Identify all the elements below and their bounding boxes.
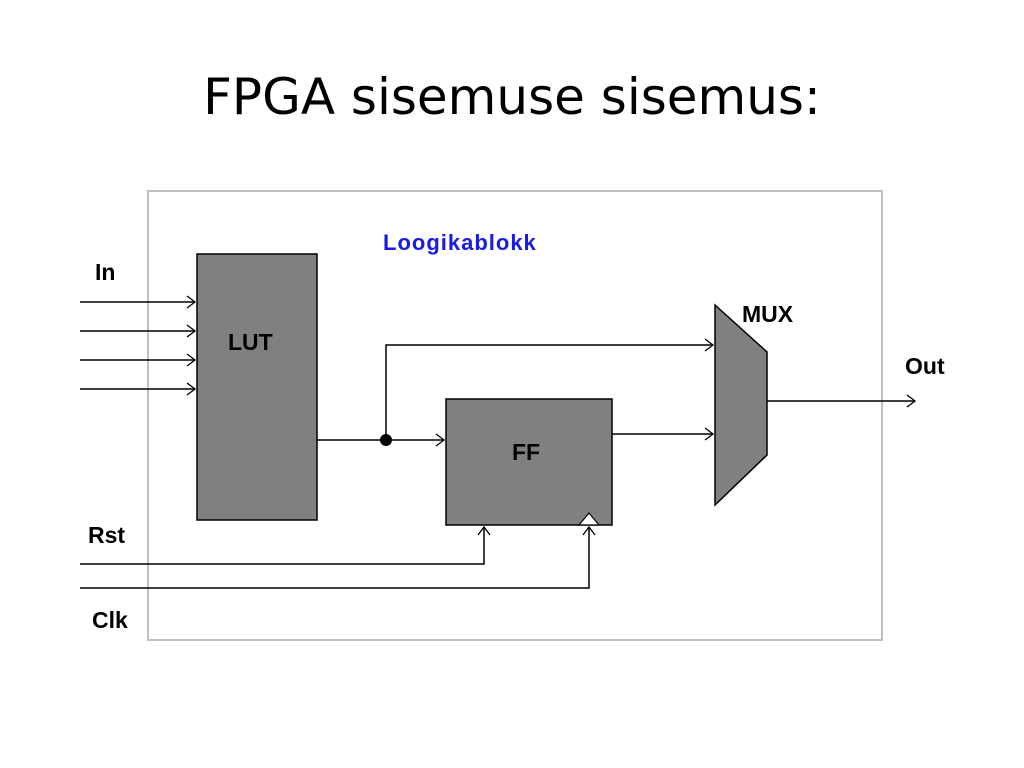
lut-label: LUT <box>228 329 273 355</box>
input-arrow-1 <box>186 295 197 309</box>
reset-wire <box>80 527 485 565</box>
logic-block-caption: Loogikablokk <box>383 230 537 255</box>
ff-to-mux-arrow <box>704 427 715 441</box>
slide-title: FPGA sisemuse sisemus: <box>203 68 821 126</box>
bypass-wire <box>385 344 713 440</box>
ff-clock-triangle <box>577 512 601 526</box>
output-label: Out <box>905 353 945 379</box>
clock-label: Clk <box>92 607 128 633</box>
mux-output-arrow <box>906 394 917 408</box>
input-arrow-2 <box>186 324 197 338</box>
reset-label: Rst <box>88 522 125 548</box>
reset-arrow <box>477 525 491 536</box>
clock-arrow <box>582 525 596 536</box>
logic-block-frame <box>147 190 883 641</box>
input-arrow-4 <box>186 382 197 396</box>
input-wires <box>80 295 197 396</box>
input-label: In <box>95 259 115 285</box>
ff-label: FF <box>512 439 540 465</box>
input-arrow-3 <box>186 353 197 367</box>
lut-to-ff-arrow <box>435 433 446 447</box>
lut-block <box>196 253 318 521</box>
clock-wire <box>80 527 590 589</box>
bypass-arrow <box>704 338 715 352</box>
mux-block <box>714 303 768 507</box>
ff-block <box>445 398 613 526</box>
mux-label: MUX <box>742 301 794 327</box>
